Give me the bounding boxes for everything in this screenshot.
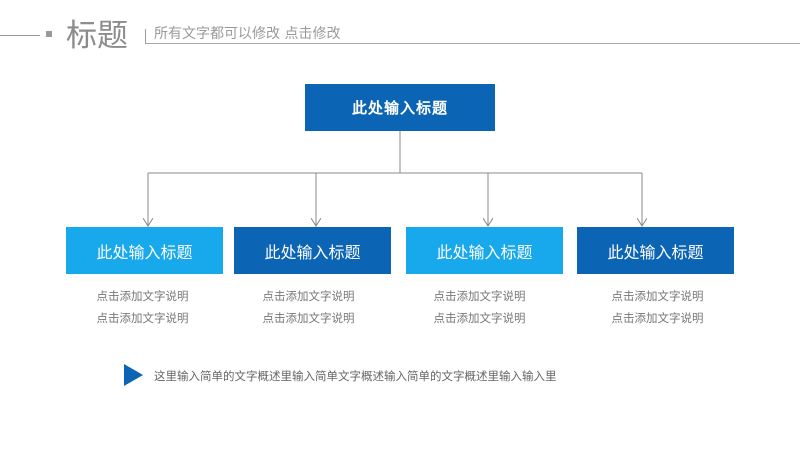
child-box-1[interactable]: 此处输入标题 bbox=[66, 227, 223, 274]
desc-line: 点击添加文字说明 bbox=[96, 289, 189, 303]
desc-line: 点击添加文字说明 bbox=[611, 289, 704, 303]
root-title-box[interactable]: 此处输入标题 bbox=[305, 84, 495, 131]
header-square-marker bbox=[46, 31, 52, 37]
header-left-rule bbox=[0, 35, 40, 36]
desc-line: 点击添加文字说明 bbox=[96, 311, 189, 325]
child-4-description: 点击添加文字说明 点击添加文字说明 bbox=[579, 285, 736, 329]
header-rule bbox=[145, 43, 800, 44]
desc-line: 点击添加文字说明 bbox=[262, 311, 355, 325]
slide-title: 标题 bbox=[66, 18, 128, 54]
slide-subtitle: 所有文字都可以修改 点击修改 bbox=[154, 26, 341, 42]
desc-line: 点击添加文字说明 bbox=[262, 289, 355, 303]
child-box-2[interactable]: 此处输入标题 bbox=[234, 227, 391, 274]
desc-line: 点击添加文字说明 bbox=[433, 311, 526, 325]
desc-line: 点击添加文字说明 bbox=[611, 311, 704, 325]
desc-line: 点击添加文字说明 bbox=[433, 289, 526, 303]
child-1-description: 点击添加文字说明 点击添加文字说明 bbox=[64, 285, 221, 329]
title-separator bbox=[145, 29, 146, 43]
triangle-bullet-icon bbox=[124, 364, 143, 386]
child-2-description: 点击添加文字说明 点击添加文字说明 bbox=[230, 285, 387, 329]
footer-note: 这里输入简单的文字概述里输入简单文字概述输入简单的文字概述里输入输入里 bbox=[154, 369, 557, 383]
child-box-4[interactable]: 此处输入标题 bbox=[577, 227, 734, 274]
child-box-3[interactable]: 此处输入标题 bbox=[406, 227, 563, 274]
child-3-description: 点击添加文字说明 点击添加文字说明 bbox=[401, 285, 558, 329]
